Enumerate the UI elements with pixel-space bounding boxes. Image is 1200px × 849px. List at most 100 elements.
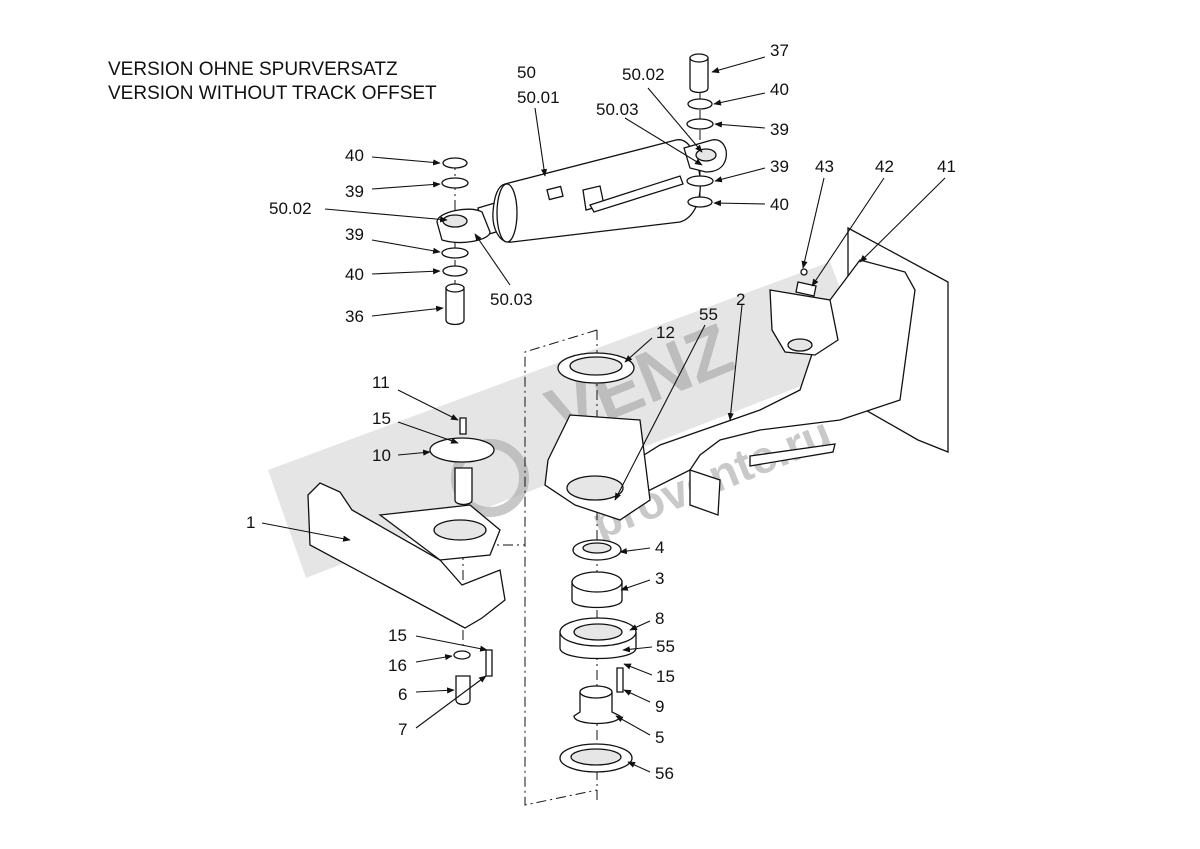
flange-8-bore xyxy=(573,623,623,641)
leader-55-a xyxy=(614,324,706,501)
label-10: 10 xyxy=(372,446,391,465)
screw-11 xyxy=(459,417,467,435)
leader-50 xyxy=(534,107,548,177)
label-3: 3 xyxy=(655,569,664,588)
label-7: 7 xyxy=(398,720,407,739)
washer-40-left-lower xyxy=(442,265,468,277)
arm-bracket-top xyxy=(769,289,839,356)
bracket-assembly xyxy=(307,417,506,706)
label-55-a: 55 xyxy=(699,305,718,324)
pin-stack-right xyxy=(686,53,714,208)
leader-11 xyxy=(397,389,459,421)
screw-9 xyxy=(616,667,624,693)
leader-55-b xyxy=(622,646,653,653)
label-50: 50 xyxy=(517,63,536,82)
washer-16 xyxy=(453,650,471,660)
label-39-d: 39 xyxy=(345,225,364,244)
bearing-3-top xyxy=(571,571,623,593)
leader-15-c xyxy=(415,635,488,652)
leader-2 xyxy=(727,304,743,421)
leader-36 xyxy=(371,305,444,317)
leader-50-02-left xyxy=(324,208,448,223)
label-1: 1 xyxy=(246,513,255,532)
pin-stack-left xyxy=(441,157,469,326)
leader-40-b xyxy=(713,200,766,207)
leader-42 xyxy=(811,177,885,287)
label-15-b: 15 xyxy=(656,667,675,686)
swing-arm-assembly xyxy=(544,226,949,521)
washer-40-lower xyxy=(687,196,713,208)
ring-39-lower xyxy=(686,175,714,187)
label-56: 56 xyxy=(655,764,674,783)
plate-42 xyxy=(795,281,817,297)
ring-39-left-lower xyxy=(441,247,469,259)
label-39-c: 39 xyxy=(345,182,364,201)
flange-10-stem xyxy=(454,467,473,506)
leader-9 xyxy=(623,689,651,703)
bracket-1 xyxy=(307,482,506,629)
pin-37 xyxy=(689,57,709,94)
leader-6 xyxy=(415,687,455,694)
arm-hub-bore xyxy=(566,475,624,501)
label-8: 8 xyxy=(655,609,664,628)
label-15-c: 15 xyxy=(388,626,407,645)
label-55-b: 55 xyxy=(656,637,675,656)
ring-39-left-top xyxy=(441,177,469,189)
bushing-5 xyxy=(573,691,621,725)
leader-1 xyxy=(261,522,351,542)
cylinder-barrel-end xyxy=(496,183,518,243)
leader-39-a xyxy=(714,121,766,129)
leader-3 xyxy=(620,579,651,591)
bushing-5-top xyxy=(579,685,613,699)
seal-4-bore xyxy=(582,542,612,554)
cylinder-tube xyxy=(589,175,684,213)
seal-12-inner xyxy=(569,356,623,376)
leader-39-d xyxy=(371,239,441,254)
label-9: 9 xyxy=(655,697,664,716)
leader-56 xyxy=(627,761,651,773)
leader-15-a xyxy=(397,421,459,444)
cylinder-eye-bore-top xyxy=(695,148,717,162)
label-42: 42 xyxy=(875,157,894,176)
label-50-02-left: 50.02 xyxy=(269,199,312,218)
label-41: 41 xyxy=(937,157,956,176)
leader-40-a xyxy=(713,92,766,106)
washer-40-top xyxy=(687,98,713,110)
label-43: 43 xyxy=(815,157,834,176)
leader-40-c xyxy=(371,156,441,166)
hydraulic-cylinder xyxy=(477,139,728,243)
title-line-2: VERSION WITHOUT TRACK OFFSET xyxy=(108,83,437,104)
pin-36 xyxy=(445,287,465,326)
bearing-stack xyxy=(559,539,637,773)
rod-eye-bore xyxy=(442,214,468,228)
leader-12 xyxy=(624,337,653,363)
label-50-03-left: 50.03 xyxy=(490,290,533,309)
screw-7 xyxy=(485,649,493,677)
leader-41 xyxy=(859,177,946,263)
leader-16 xyxy=(415,654,453,663)
flange-10-plate xyxy=(429,437,495,463)
label-40-d: 40 xyxy=(345,265,364,284)
label-39-a: 39 xyxy=(770,120,789,139)
leader-39-c xyxy=(371,181,441,190)
arm-bracket-bore xyxy=(787,338,813,352)
label-15-a: 15 xyxy=(372,409,391,428)
leader-50-03-top xyxy=(624,117,703,166)
leader-8 xyxy=(629,620,651,631)
screw-43 xyxy=(800,268,808,276)
label-4: 4 xyxy=(655,538,664,557)
bracket-1-bore xyxy=(433,519,487,541)
pin-36-top xyxy=(445,283,465,293)
label-2: 2 xyxy=(736,290,745,309)
label-39-b: 39 xyxy=(770,157,789,176)
rod-eye-left xyxy=(436,208,491,244)
label-37: 37 xyxy=(770,41,789,60)
arm-slot xyxy=(749,443,836,467)
label-16: 16 xyxy=(388,656,407,675)
label-50-03-top: 50.03 xyxy=(596,100,639,119)
label-6: 6 xyxy=(398,685,407,704)
leader-39-b xyxy=(714,167,766,183)
label-12: 12 xyxy=(656,323,675,342)
pin-37-top xyxy=(689,53,709,63)
